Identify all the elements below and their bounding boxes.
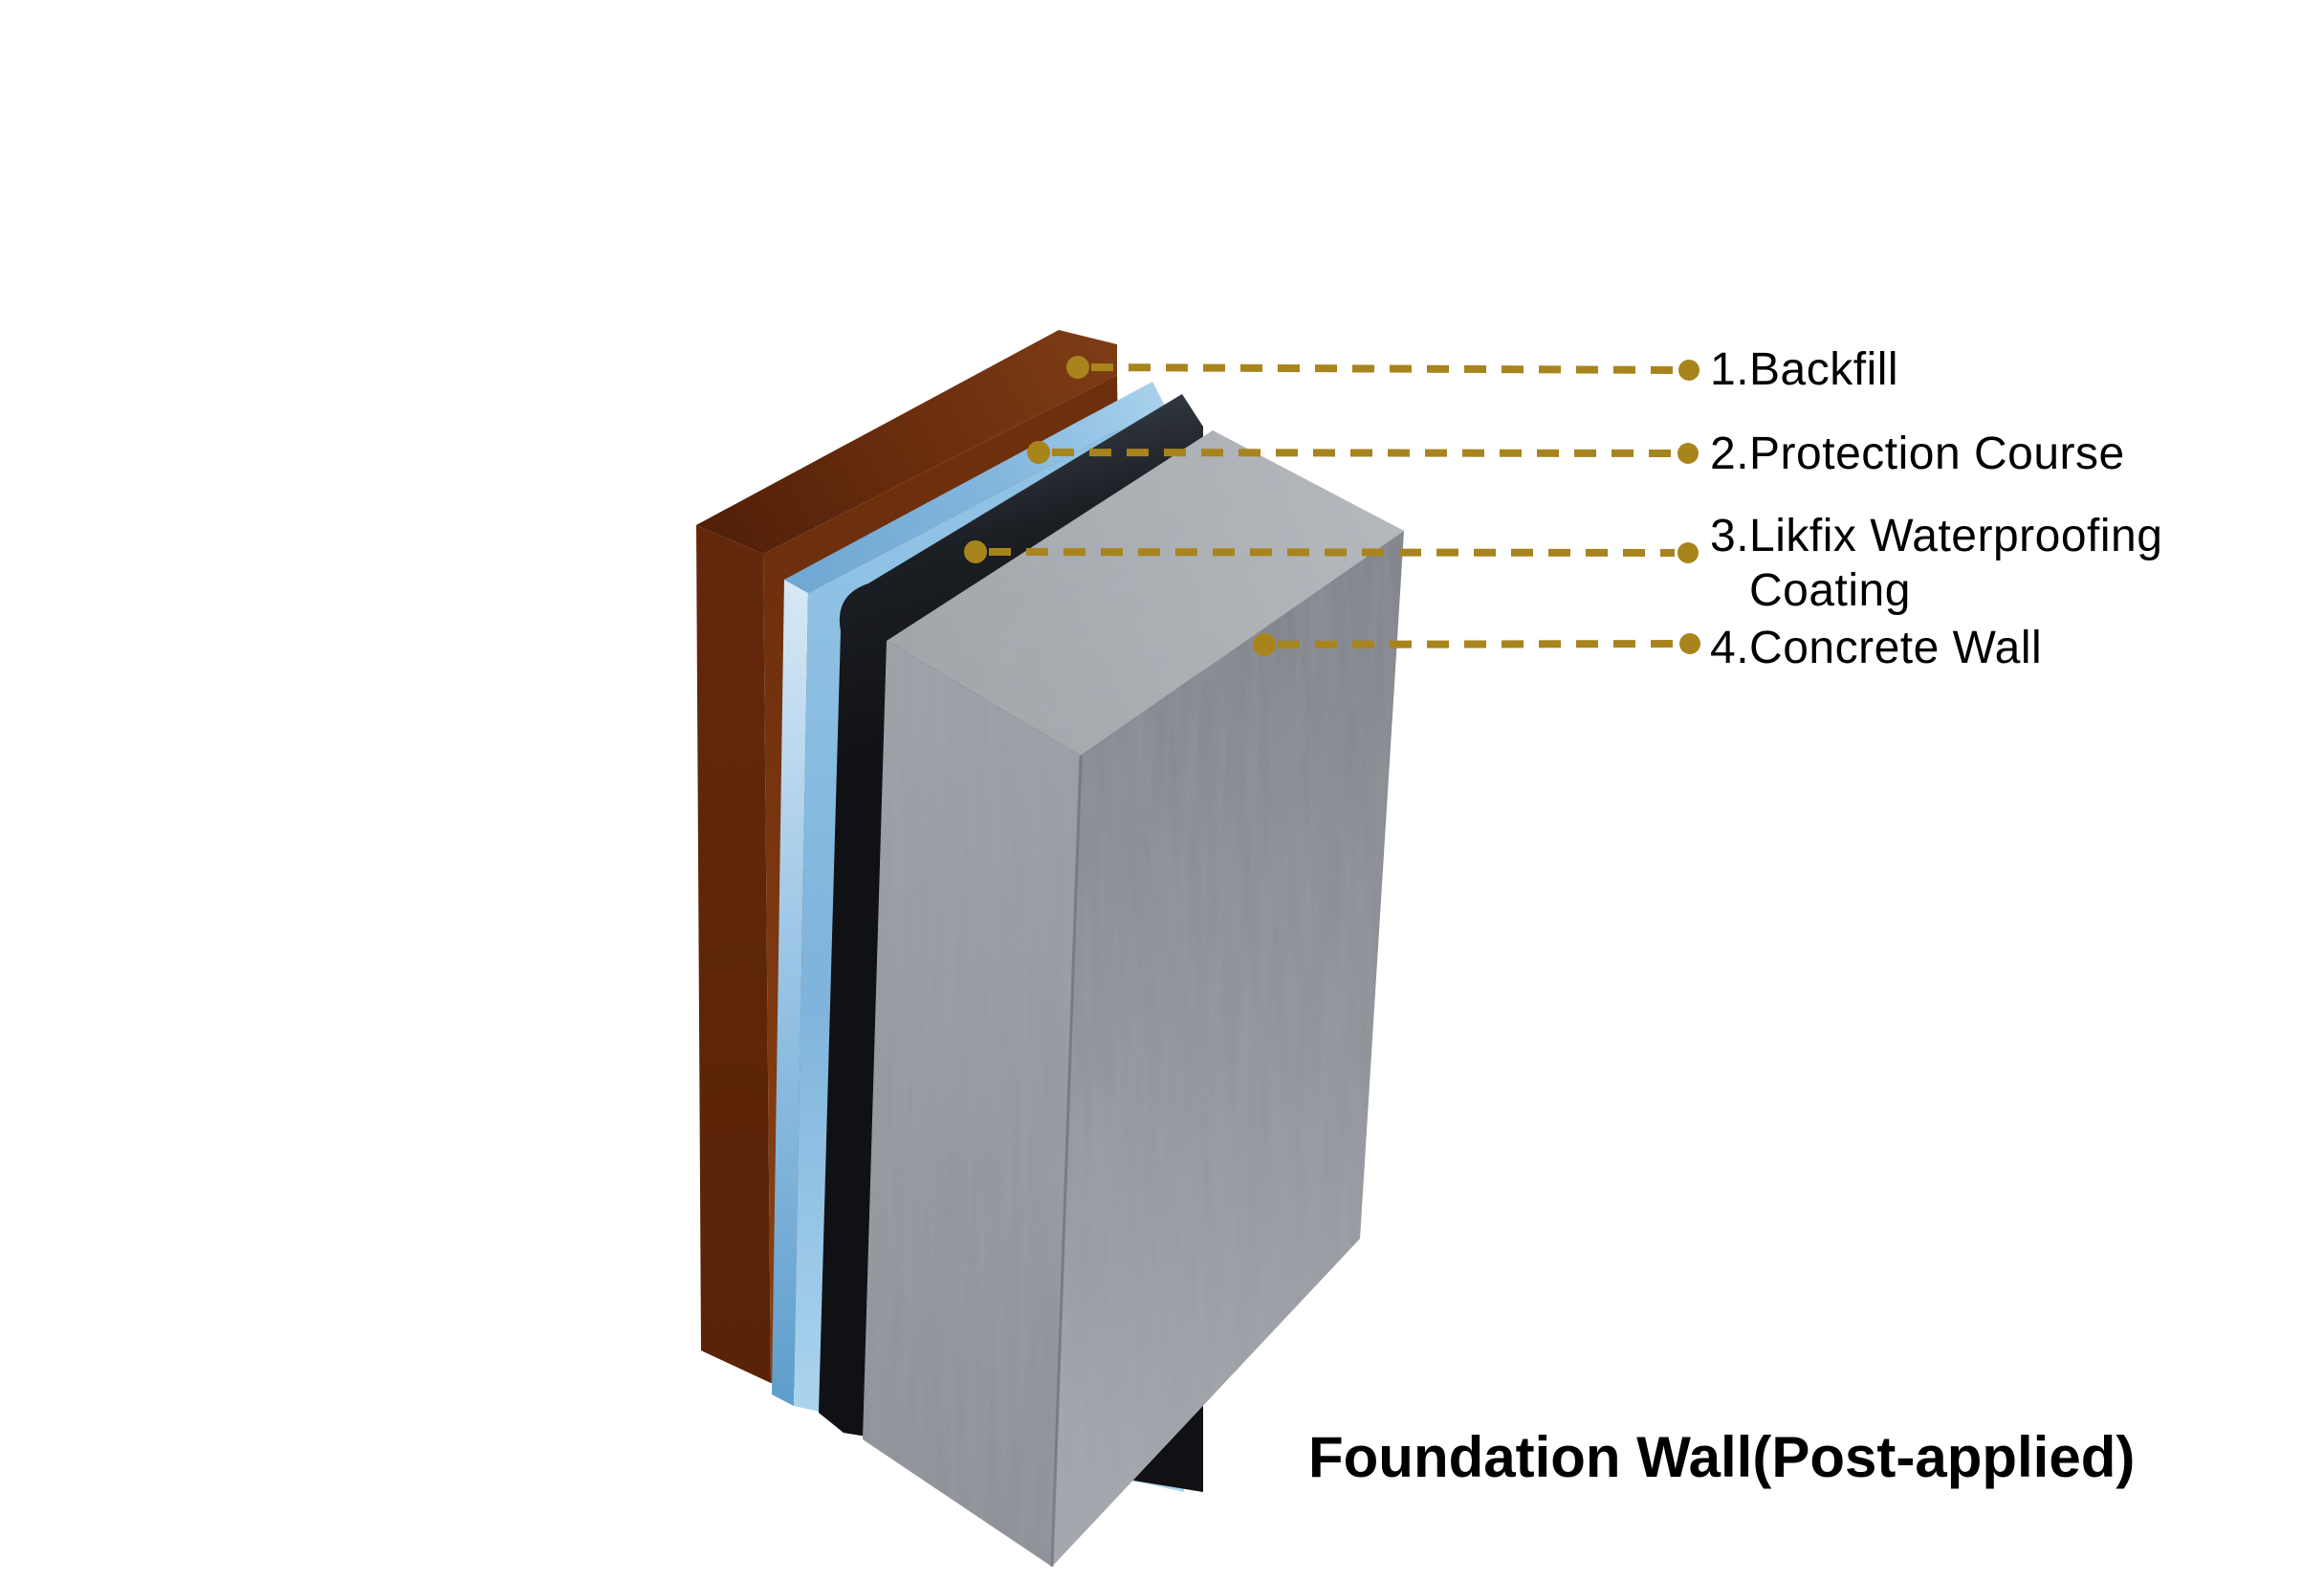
leader-line-protection: [1027, 441, 1699, 464]
protection-left-face: [772, 580, 808, 1406]
protection-top-face: [784, 382, 1165, 593]
leader-line-waterproofing: [964, 540, 1699, 563]
leader-dot-icon: [1677, 443, 1699, 464]
leader-line-concrete: [1253, 633, 1700, 656]
leader-dot-icon: [1253, 633, 1276, 656]
leader-dot-icon: [1678, 360, 1699, 381]
concrete-corner-edge: [1050, 755, 1083, 1568]
leader-dot-icon: [1066, 356, 1089, 379]
leader-dot-icon: [964, 540, 987, 563]
leader-dot-icon: [1677, 542, 1699, 563]
label-concrete-wall: 4.Concrete Wall: [1710, 623, 2043, 673]
leader-lines: [964, 356, 1700, 656]
label-waterproofing: 3.Likfix Waterproofing Coating: [1710, 509, 2162, 618]
leader-dot-icon: [1679, 633, 1700, 654]
leader-dot-icon: [1027, 441, 1050, 464]
label-waterproofing-line2: Coating: [1749, 565, 1911, 616]
backfill-left-face: [696, 525, 771, 1383]
leader-line-backfill: [1066, 356, 1699, 381]
label-protection-course: 2.Protection Course: [1710, 428, 2125, 479]
diagram-title: Foundation Wall(Post-applied): [1308, 1425, 2136, 1489]
concrete-front-texture: [863, 641, 1081, 1567]
label-backfill: 1.Backfill: [1710, 344, 1899, 395]
label-waterproofing-line1: 3.Likfix Waterproofing: [1710, 511, 2163, 561]
backfill-top-face: [696, 330, 1117, 554]
